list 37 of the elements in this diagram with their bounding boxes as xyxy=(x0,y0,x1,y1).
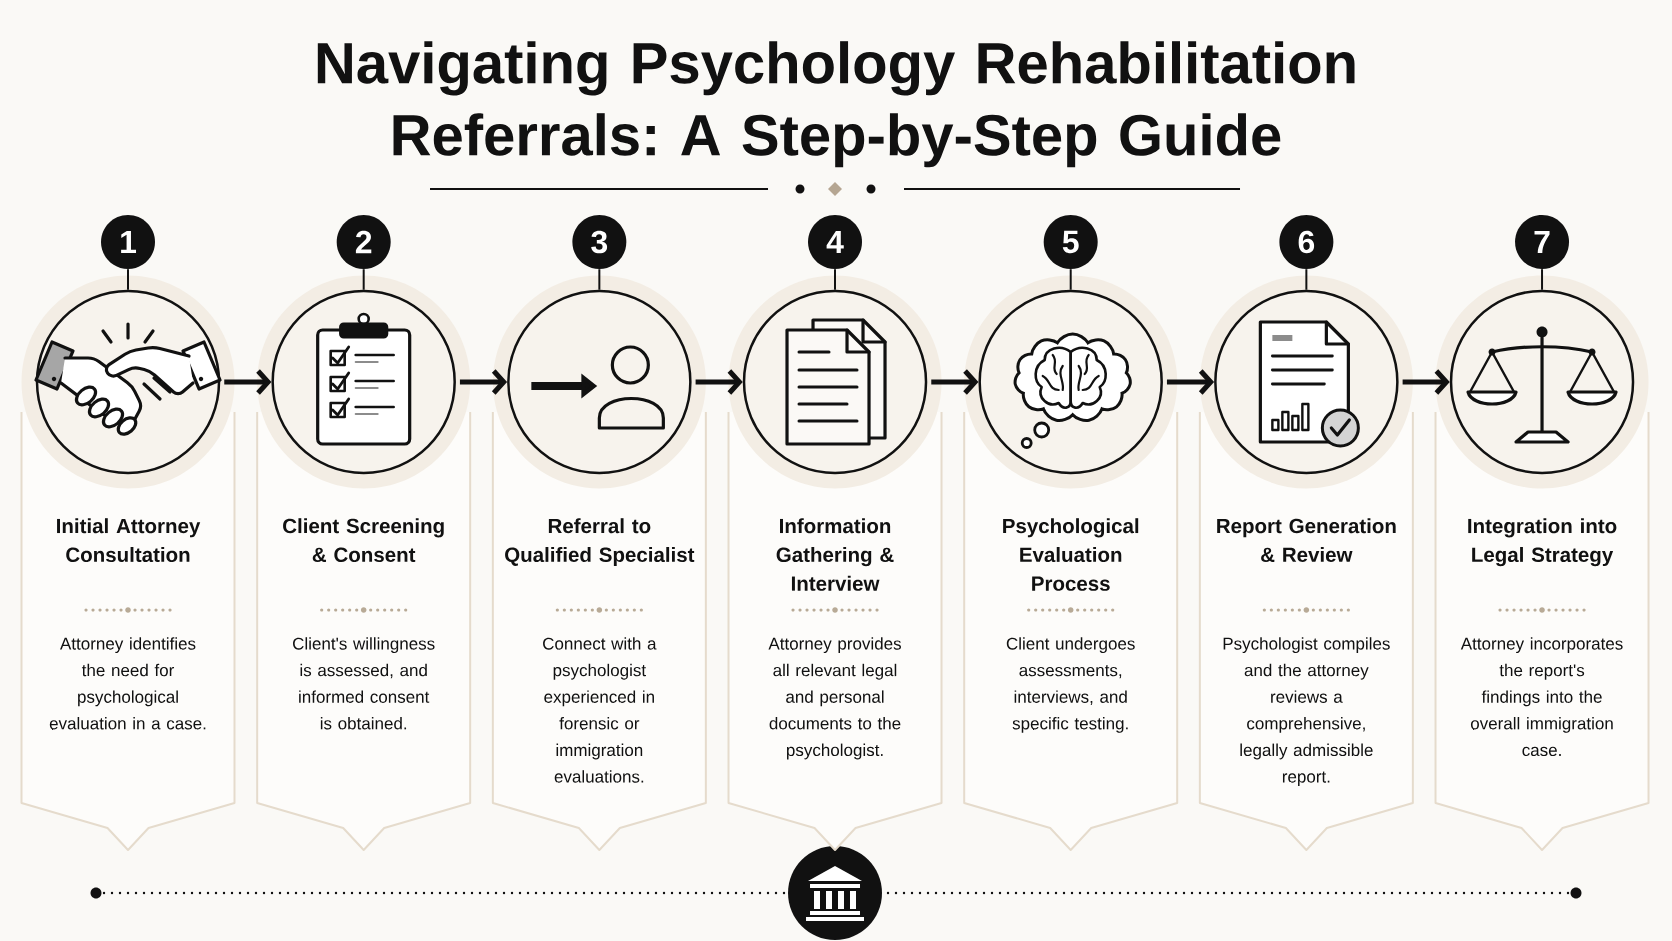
step-description: Client undergoes assessments, interviews, and specific testing. xyxy=(1006,637,1135,733)
step-description: Attorney identifies the need for psychological evaluation in a case. xyxy=(49,637,206,730)
icon-circle xyxy=(1449,289,1635,475)
connector-line xyxy=(598,268,601,291)
step-number: 5 xyxy=(1043,215,1098,269)
connector-line xyxy=(362,268,365,291)
arrow xyxy=(695,369,743,395)
step-number: 1 xyxy=(101,215,155,269)
connector-line xyxy=(1069,268,1072,291)
arrow xyxy=(1402,369,1450,395)
step-number: 4 xyxy=(808,215,862,269)
step-description: Attorney incorporates the report's findings into the overall immigration case. xyxy=(1460,637,1623,757)
step-number: 6 xyxy=(1279,215,1334,269)
step-title: Psychological Evaluation Process xyxy=(1003,518,1139,591)
step-title: Report Generation & Review xyxy=(1217,518,1396,563)
step-number: 3 xyxy=(572,215,627,269)
icon-circle xyxy=(507,289,692,475)
step-number: 7 xyxy=(1515,215,1570,269)
connector-line xyxy=(834,268,836,291)
connector-line xyxy=(127,268,129,291)
step-description: Client's willingness is assessed, and informed consent is obtained. xyxy=(293,637,435,730)
arrow xyxy=(224,369,272,395)
step-title: Referral to Qualified Specialist xyxy=(505,518,695,567)
step-description: Connect with a psychologist experienced in forensic or immigration evaluations. xyxy=(543,637,657,783)
connector-line xyxy=(1305,268,1308,291)
step-title: Integration into Legal Strategy xyxy=(1468,518,1617,567)
connector-line xyxy=(1541,268,1544,291)
step-number: 2 xyxy=(336,215,391,269)
arrow xyxy=(1166,369,1215,395)
step-title: Initial Attorney Consultation xyxy=(57,518,201,563)
step-title: Information Gathering & Interview xyxy=(776,518,894,591)
step-description: Psychologist compiles and the attorney reviews a comprehensive, legally admissible report. xyxy=(1223,637,1390,787)
title: Navigating Psychology Rehabilitation Referrals: A Step-by-Step Guide xyxy=(317,41,1355,168)
arrow xyxy=(459,369,508,395)
step-description: Attorney provides all relevant legal and personal documents to the psychologist. xyxy=(768,637,901,760)
step-title: Client Screening & Consent xyxy=(283,518,444,563)
arrow xyxy=(931,369,979,395)
